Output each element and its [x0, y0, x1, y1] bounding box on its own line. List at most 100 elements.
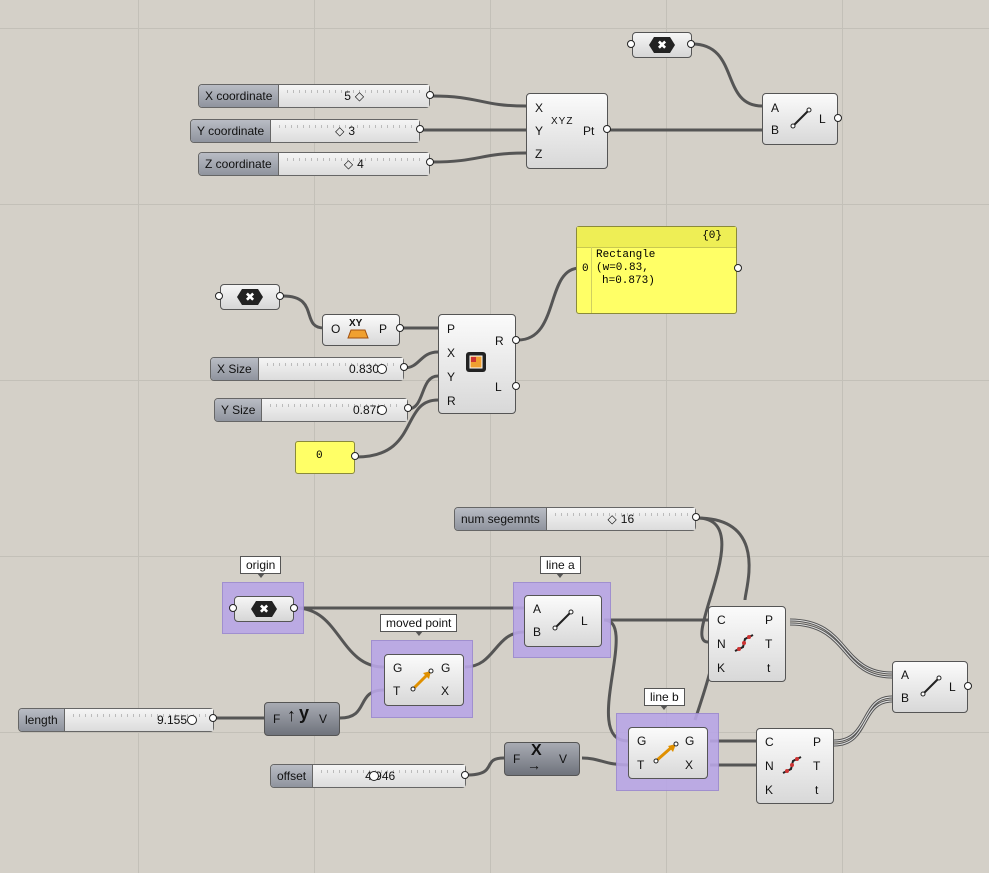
output-socket[interactable] — [400, 363, 408, 371]
slider-track[interactable]: ◇4 — [278, 153, 429, 175]
output-socket[interactable] — [351, 452, 359, 460]
output-x[interactable]: X — [441, 684, 450, 698]
xy-plane-component[interactable]: O XY P — [322, 314, 400, 346]
output-pt[interactable]: Pt — [583, 124, 595, 138]
slider-grip[interactable] — [369, 771, 379, 781]
slider-track[interactable]: ◇3 — [271, 120, 419, 142]
output-socket[interactable] — [426, 91, 434, 99]
input-socket[interactable] — [627, 40, 635, 48]
input-n[interactable]: N — [717, 637, 726, 651]
input-b[interactable]: B — [771, 123, 780, 137]
input-o[interactable]: O — [331, 322, 341, 336]
output-socket[interactable] — [404, 404, 412, 412]
slider-handle-icon[interactable]: ◇ — [607, 512, 617, 526]
y-size-slider[interactable]: Y Size 0.873 — [214, 398, 408, 422]
output-l[interactable]: L — [495, 380, 502, 394]
output-g[interactable]: G — [685, 734, 695, 748]
input-a[interactable]: A — [901, 668, 910, 682]
output-t-param[interactable]: t — [767, 661, 771, 675]
output-g[interactable]: G — [441, 661, 451, 675]
output-socket[interactable] — [290, 604, 298, 612]
x-coordinate-slider[interactable]: X coordinate 5◇ — [198, 84, 430, 108]
output-l[interactable]: L — [949, 680, 956, 694]
output-p[interactable]: P — [813, 735, 822, 749]
input-x[interactable]: X — [535, 101, 544, 115]
rectangle-component[interactable]: P X Y R R L — [438, 314, 516, 414]
slider-handle-icon[interactable]: ◇ — [343, 157, 354, 171]
output-v[interactable]: V — [559, 752, 568, 766]
output-socket[interactable] — [603, 125, 611, 133]
output-socket[interactable] — [512, 336, 520, 344]
input-t[interactable]: T — [637, 758, 645, 772]
input-f[interactable]: F — [513, 752, 521, 766]
input-n[interactable]: N — [765, 759, 774, 773]
length-slider[interactable]: length 9.155 — [18, 708, 214, 732]
output-socket[interactable] — [396, 324, 404, 332]
input-b[interactable]: B — [901, 691, 910, 705]
output-socket[interactable] — [209, 714, 217, 722]
input-x[interactable]: X — [447, 346, 456, 360]
move-component[interactable]: G T G X — [384, 654, 464, 706]
output-socket[interactable] — [426, 158, 434, 166]
input-b[interactable]: B — [533, 625, 542, 639]
slider-track[interactable]: 0.873 — [262, 399, 407, 421]
input-a[interactable]: A — [771, 101, 780, 115]
slider-track[interactable]: 0.830 — [258, 358, 403, 380]
input-z[interactable]: Z — [535, 147, 543, 161]
origin-point-param-top[interactable]: ✖ — [632, 32, 692, 58]
offset-slider[interactable]: offset 4.946 — [270, 764, 466, 788]
slider-grip[interactable] — [377, 364, 387, 374]
output-p[interactable]: P — [379, 322, 388, 336]
output-socket[interactable] — [734, 264, 742, 272]
slider-track[interactable]: 9.155 — [64, 709, 213, 731]
slider-handle-icon[interactable]: ◇ — [354, 89, 365, 103]
input-c[interactable]: C — [717, 613, 726, 627]
input-y[interactable]: Y — [535, 124, 544, 138]
unit-x-component[interactable]: F X → V — [504, 742, 580, 776]
divide-curve-component-2[interactable]: C N K P T t — [756, 728, 834, 804]
input-socket[interactable] — [229, 604, 237, 612]
output-t[interactable]: T — [813, 759, 821, 773]
slider-grip[interactable] — [187, 715, 197, 725]
line-component-top[interactable]: A B L — [762, 93, 838, 145]
output-x[interactable]: X — [685, 758, 694, 772]
origin-point-param[interactable]: ✖ — [234, 596, 294, 622]
z-coordinate-slider[interactable]: Z coordinate ◇4 — [198, 152, 430, 176]
output-l[interactable]: L — [819, 112, 826, 126]
output-socket[interactable] — [416, 125, 424, 133]
output-socket[interactable] — [687, 40, 695, 48]
input-k[interactable]: K — [765, 783, 774, 797]
input-g[interactable]: G — [393, 661, 403, 675]
slider-grip[interactable] — [377, 405, 387, 415]
y-coordinate-slider[interactable]: Y coordinate ◇3 — [190, 119, 420, 143]
output-socket[interactable] — [276, 292, 284, 300]
input-t[interactable]: T — [393, 684, 401, 698]
rectangle-output-panel[interactable]: {0} 0 Rectangle (w=0.83, h=0.873) — [576, 226, 737, 314]
input-socket[interactable] — [215, 292, 223, 300]
output-p[interactable]: P — [765, 613, 774, 627]
output-t-param[interactable]: t — [815, 783, 819, 797]
line-a-component[interactable]: A B L — [524, 595, 602, 647]
slider-track[interactable]: ◇16 — [546, 508, 695, 530]
input-p[interactable]: P — [447, 322, 456, 336]
line-component-bottom[interactable]: A B L — [892, 661, 968, 713]
input-g[interactable]: G — [637, 734, 647, 748]
slider-track[interactable]: 4.946 — [313, 765, 465, 787]
slider-handle-icon[interactable]: ◇ — [335, 124, 345, 138]
input-y[interactable]: Y — [447, 370, 456, 384]
output-socket[interactable] — [461, 771, 469, 779]
output-t[interactable]: T — [765, 637, 773, 651]
output-socket[interactable] — [834, 114, 842, 122]
input-f[interactable]: F — [273, 712, 281, 726]
output-socket[interactable] — [512, 382, 520, 390]
output-socket[interactable] — [692, 513, 700, 521]
input-c[interactable]: C — [765, 735, 774, 749]
output-socket[interactable] — [964, 682, 972, 690]
slider-track[interactable]: 5◇ — [279, 85, 429, 107]
divide-curve-component-1[interactable]: C N K P T t — [708, 606, 786, 682]
x-size-slider[interactable]: X Size 0.830 — [210, 357, 404, 381]
input-a[interactable]: A — [533, 602, 542, 616]
output-r[interactable]: R — [495, 334, 504, 348]
output-v[interactable]: V — [319, 712, 328, 726]
origin-point-param-mid[interactable]: ✖ — [220, 284, 280, 310]
